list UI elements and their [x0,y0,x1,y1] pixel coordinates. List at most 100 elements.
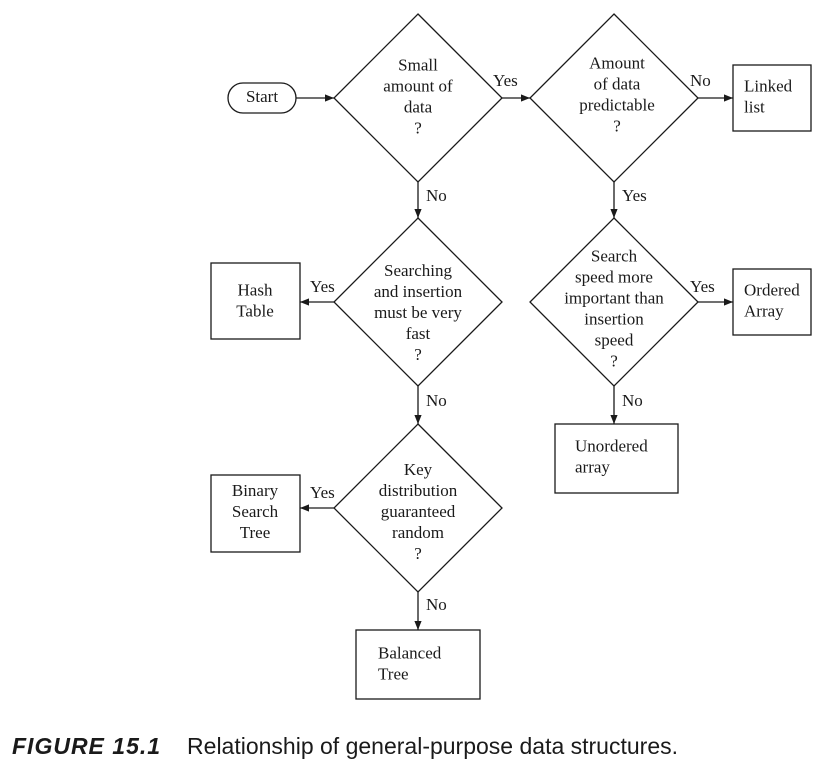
node-label-line: Hash [238,280,273,299]
node-label-line: Unordered [575,436,648,455]
edge-q-search-fast-to-hash-table: Yes [300,277,335,306]
decision-node-q-search-fast: Searching and insertion must be very fast? [333,217,503,387]
edge-label: Yes [622,186,647,205]
node-label-line: Binary [232,481,279,500]
node-label-line: ? [414,544,422,563]
process-box [732,268,812,336]
node-label-line: predictable [579,95,655,114]
node-label: Unordered array [575,436,648,476]
edge-q-key-random-to-binary-search-tree: Yes [300,483,335,512]
edge-label: Yes [493,71,518,90]
decision-node-q-key-random: Key distribution guaranteed random? [333,423,503,593]
decision-diamond [333,423,503,593]
edge-q-search-speed-to-ordered-array: Yes [690,277,733,306]
node-label-line: ? [414,118,422,137]
node-label: Search speed more important than insertion s… [564,246,664,370]
node-label-line: Small [398,55,438,74]
node-label-line: Key [404,460,433,479]
node-label-line: and insertion [374,282,463,301]
decision-node-q-predictable: Amount of data predictable? [529,13,699,183]
process-box [355,629,481,700]
node-label-line: Tree [240,523,271,542]
node-label: Amount of data predictable? [579,53,655,135]
node-label: Start [246,87,278,106]
node-label: Linked list [744,76,793,116]
node-label: Searching and insertion must be very fast? [374,261,463,364]
process-box [554,423,679,494]
process-box [732,64,812,132]
node-label-line: Array [744,301,784,320]
node-label-line: Linked [744,76,793,95]
node-label-line: Search [591,246,638,265]
node-label-line: Start [246,87,278,106]
node-label-line: insertion [584,309,644,328]
figure-caption: FIGURE 15.1 Relationship of general-purpo… [12,733,678,760]
node-label-line: important than [564,288,664,307]
decision-diamond [529,13,699,183]
decision-diamond [333,217,503,387]
edge-q-small-to-q-predictable: Yes [493,71,530,102]
node-label-line: list [744,97,765,116]
edge-label: No [426,391,447,410]
node-label: Key distribution guaranteed random? [379,460,458,563]
edge-q-small-to-q-search-fast: No [414,182,447,218]
edge-label: No [426,186,447,205]
node-label-line: ? [414,345,422,364]
edge-label: No [622,391,643,410]
decision-diamond [529,217,699,387]
node-label-line: guaranteed [381,502,456,521]
node-label-line: distribution [379,481,458,500]
node-label-line: speed [595,330,634,349]
node-label-line: Balanced [378,643,442,662]
node-label-line: data [404,97,433,116]
node-label-line: Search [232,502,279,521]
edge-q-predictable-to-linked-list: No [690,71,733,102]
node-label-line: must be very [374,303,462,322]
node-label-line: Table [236,301,274,320]
node-label-line: Searching [384,261,452,280]
edge-q-search-speed-to-unordered-array: No [610,386,643,424]
decision-node-q-small: Small amount of data? [333,13,503,183]
decision-diamond [333,13,503,183]
node-label-line: Ordered [744,280,800,299]
node-label-line: Tree [378,664,409,683]
edge-q-search-fast-to-q-key-random: No [414,386,447,424]
nodes: Start Small amount of data? Amount of data pre… [210,13,812,700]
edge-label: Yes [310,277,335,296]
process-box [210,262,301,340]
figure-caption-text: Relationship of general-purpose data str… [187,733,678,759]
node-label-line: random [392,523,444,542]
node-label-line: ? [613,116,621,135]
edge-q-predictable-to-q-search-speed: Yes [610,182,647,218]
figure-number: FIGURE 15.1 [12,733,162,759]
edge-label: No [690,71,711,90]
node-label-line: amount of [383,76,453,95]
edge-label: Yes [690,277,715,296]
edge-q-key-random-to-balanced-tree: No [414,592,447,630]
node-label: Small amount of data? [383,55,453,137]
node-label-line: of data [594,74,641,93]
decision-node-q-search-speed: Search speed more important than insertion s… [529,217,699,387]
node-label-line: speed more [575,267,653,286]
process-node-linked-list: Linked list [732,64,812,132]
node-label-line: array [575,457,610,476]
node-label-line: ? [610,351,618,370]
edge-label: Yes [310,483,335,502]
node-label-line: fast [406,324,431,343]
edge-label: No [426,595,447,614]
terminal-pill [227,82,297,114]
node-label-line: Amount [589,53,645,72]
process-node-unordered-array: Unordered array [554,423,679,494]
terminal-node-start: Start [227,82,297,114]
process-box [210,474,301,553]
